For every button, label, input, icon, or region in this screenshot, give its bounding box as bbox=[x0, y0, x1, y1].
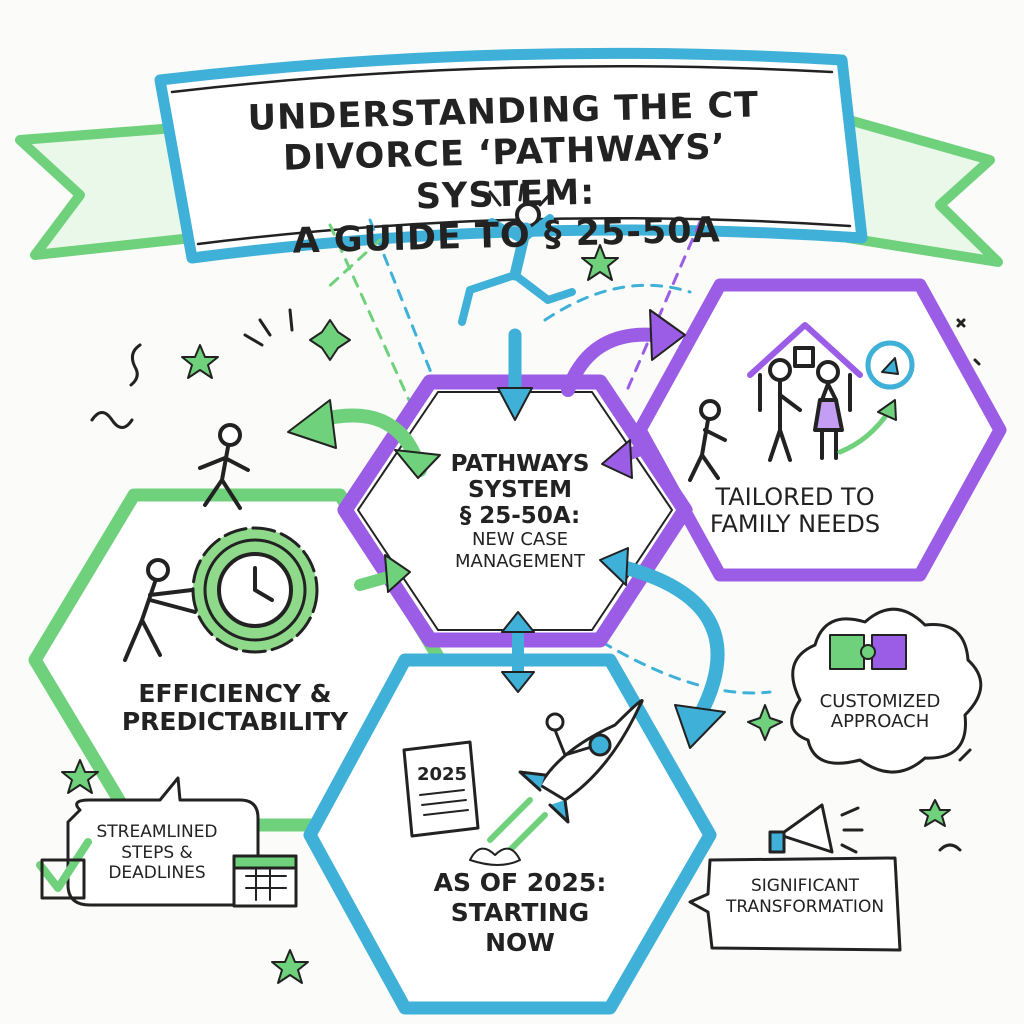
efficiency-line-1: Efficiency & bbox=[138, 679, 332, 708]
streamlined-bubble bbox=[36, 776, 298, 908]
customized-line-2: Approach bbox=[830, 711, 930, 733]
center-sub-2: Management bbox=[455, 550, 585, 572]
customized-line-1: Customized bbox=[819, 691, 941, 712]
streamlined-line-2: Steps & bbox=[121, 842, 193, 863]
page-title: Understanding the CT Divorce ‘Pathways’ … bbox=[203, 84, 807, 265]
family-line-2: Family Needs bbox=[709, 509, 881, 538]
node-center-label: Pathways System § 25-50A: New Case Manag… bbox=[420, 451, 620, 572]
puzzle-icon bbox=[829, 634, 865, 670]
house-family-icon bbox=[688, 322, 897, 482]
title-line-2: Divorce ‘Pathways’ System: bbox=[282, 127, 727, 217]
callout-streamlined-label: Streamlined Steps & Deadlines bbox=[62, 822, 252, 884]
arrow-center-to-rocket bbox=[608, 558, 725, 722]
center-line-1: Pathways bbox=[450, 451, 590, 477]
node-now-label: As of 2025: Starting Now bbox=[420, 868, 620, 958]
banner-left-ribbon bbox=[15, 123, 197, 260]
connector-arrows bbox=[287, 309, 726, 749]
document-year-label: 2025 bbox=[416, 764, 468, 785]
person-on-gear-icon bbox=[198, 423, 250, 510]
jumping-person-icon bbox=[458, 202, 576, 326]
transformation-line-1: Significant bbox=[750, 876, 860, 896]
hex-center bbox=[337, 374, 693, 648]
compass-icon bbox=[865, 340, 915, 390]
title-banner bbox=[15, 47, 1003, 267]
checkmark-icon bbox=[36, 838, 92, 892]
callout-transformation-label: Significant Transformation bbox=[700, 876, 910, 919]
document-icon bbox=[402, 740, 480, 838]
customized-cloud bbox=[790, 607, 983, 774]
dashed-connectors bbox=[323, 218, 772, 695]
now-line-1: As of 2025: bbox=[433, 868, 607, 897]
callout-customized-label: Customized Approach bbox=[800, 691, 960, 733]
megaphone-icon bbox=[768, 803, 864, 854]
transformation-line-2: Transformation bbox=[725, 897, 885, 918]
banner-body bbox=[154, 47, 868, 264]
person-pushing-icon bbox=[123, 558, 197, 662]
rocket-icon bbox=[469, 699, 644, 866]
node-efficiency-label: Efficiency & Predictability bbox=[100, 680, 370, 736]
star-icon bbox=[61, 244, 951, 984]
center-line-2: System bbox=[467, 476, 573, 503]
calendar-icon bbox=[232, 854, 298, 908]
transformation-box bbox=[688, 803, 902, 952]
center-line-3: § 25-50A: bbox=[459, 502, 581, 529]
family-line-1: Tailored to bbox=[715, 483, 875, 511]
streamlined-line-3: Deadlines bbox=[108, 863, 206, 884]
center-sub-1: New Case bbox=[471, 529, 569, 551]
clock-gear-icon bbox=[191, 526, 319, 654]
arrow-center-to-family bbox=[561, 327, 662, 397]
now-line-3: Now bbox=[485, 928, 555, 957]
efficiency-line-2: Predictability bbox=[121, 707, 349, 736]
sparkle-doodles bbox=[90, 183, 981, 852]
node-family-label: Tailored to Family Needs bbox=[660, 484, 930, 538]
streamlined-line-1: Streamlined bbox=[96, 822, 218, 842]
now-line-2: Starting bbox=[450, 898, 590, 927]
